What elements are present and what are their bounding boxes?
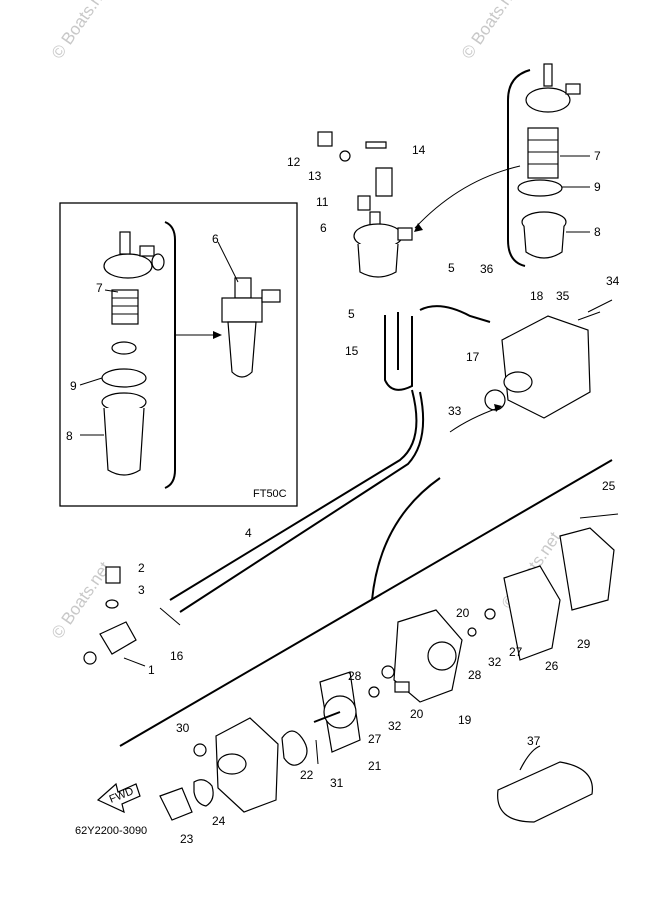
callout-23: 23	[180, 832, 194, 846]
callout-36: 36	[480, 262, 494, 276]
callout-8a: 8	[66, 429, 73, 443]
callout-12: 12	[287, 155, 301, 169]
callout-6a: 6	[212, 232, 219, 246]
callout-group: 1 2 3 4 5 5 6 6 7 7 8 8 9 9 11 12 13 14 …	[66, 143, 620, 846]
callout-2: 2	[138, 561, 145, 575]
filter-center	[317, 131, 521, 278]
callout-34: 34	[606, 274, 620, 288]
callout-28a: 28	[468, 668, 482, 682]
callout-35: 35	[556, 289, 570, 303]
callout-21: 21	[368, 759, 382, 773]
callout-1: 1	[148, 663, 155, 677]
callout-14: 14	[412, 143, 426, 157]
callout-26: 26	[545, 659, 559, 673]
callout-5a: 5	[448, 261, 455, 275]
callout-19: 19	[458, 713, 472, 727]
callout-25: 25	[602, 479, 616, 493]
inset-box	[59, 202, 298, 507]
callout-31: 31	[330, 776, 344, 790]
watermark: © Boats.net	[48, 558, 115, 642]
part-code: 62Y2200-3090	[75, 825, 147, 837]
callout-32a: 32	[488, 655, 502, 669]
filter-exploded-right	[507, 63, 590, 267]
pump-internals	[159, 513, 619, 823]
fwd-arrow: FWD	[96, 782, 141, 814]
watermark: © Boats.net	[458, 0, 525, 62]
hose-assembly	[159, 305, 491, 626]
callout-15: 15	[345, 344, 359, 358]
callout-20b: 20	[410, 707, 424, 721]
callout-27b: 27	[368, 732, 382, 746]
callout-33: 33	[448, 404, 462, 418]
section-divider	[119, 459, 613, 747]
callout-13: 13	[308, 169, 322, 183]
callout-22: 22	[300, 768, 314, 782]
fuel-joint	[83, 566, 146, 667]
fuel-pump	[449, 299, 613, 433]
callout-9a: 9	[70, 379, 77, 393]
callout-29: 29	[577, 637, 591, 651]
callout-27a: 27	[509, 645, 523, 659]
callout-37: 37	[527, 734, 541, 748]
callout-28b: 28	[348, 669, 362, 683]
callout-11: 11	[316, 195, 329, 209]
watermark: © Boats.net	[48, 0, 115, 62]
callout-3: 3	[138, 583, 145, 597]
callout-18: 18	[530, 289, 544, 303]
callout-4: 4	[245, 526, 252, 540]
callout-6b: 6	[320, 221, 327, 235]
callout-16: 16	[170, 649, 184, 663]
callout-7b: 7	[594, 149, 601, 163]
callout-7a: 7	[96, 281, 103, 295]
callout-5b: 5	[348, 307, 355, 321]
callout-9b: 9	[594, 180, 601, 194]
callout-24: 24	[212, 814, 226, 828]
callout-20a: 20	[456, 606, 470, 620]
callout-8b: 8	[594, 225, 601, 239]
callout-30: 30	[176, 721, 190, 735]
callout-32b: 32	[388, 719, 402, 733]
callout-17: 17	[466, 350, 480, 364]
inset-label: FT50C	[253, 488, 287, 500]
